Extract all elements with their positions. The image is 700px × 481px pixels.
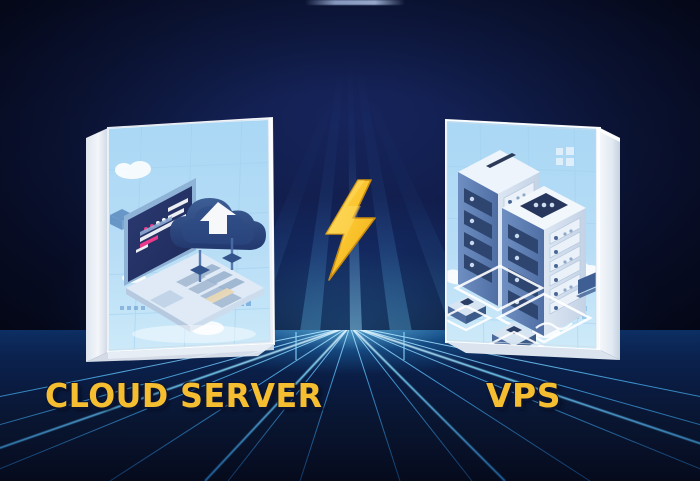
top-light-strip bbox=[305, 0, 405, 5]
cloud-server-panel-frame bbox=[86, 116, 276, 362]
lightning-bolt-icon bbox=[313, 178, 387, 282]
cloud-server-label: CLOUD SERVER bbox=[45, 376, 323, 415]
cloud-server-panel[interactable] bbox=[72, 110, 284, 365]
vps-panel-frame bbox=[445, 118, 620, 360]
vps-panel[interactable] bbox=[428, 110, 632, 365]
vps-label: VPS bbox=[486, 376, 561, 415]
